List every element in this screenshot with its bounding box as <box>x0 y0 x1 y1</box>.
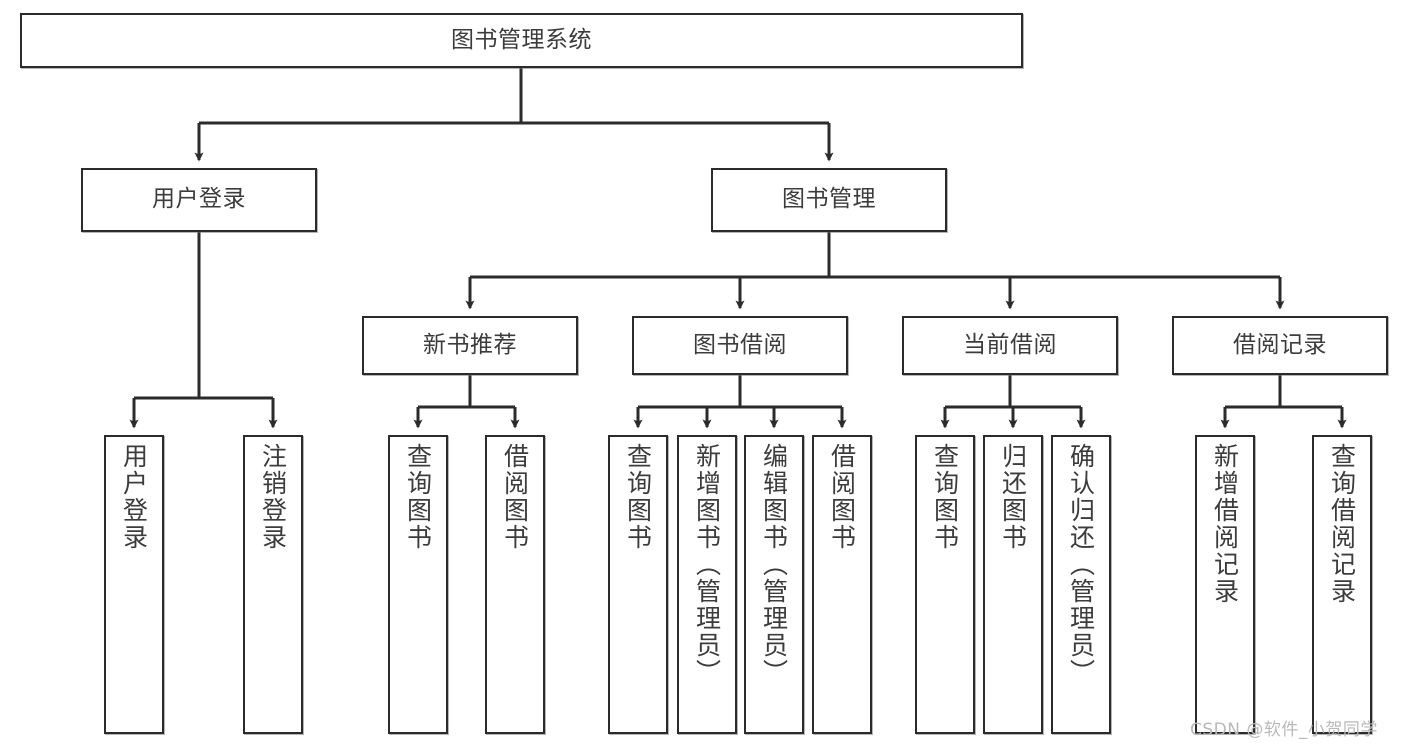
node-root[interactable]: 图书管理系统 <box>20 13 1023 68</box>
node-leaf-user-login[interactable]: 用户登录 <box>104 435 164 734</box>
node-leaf-edit-book-label: 编辑图书（管理员） <box>759 443 789 686</box>
node-leaf-return-book-label: 归还图书 <box>998 443 1028 551</box>
node-leaf-confirm-return-label: 确认归还（管理员） <box>1066 443 1096 686</box>
node-new-book-rec[interactable]: 新书推荐 <box>362 316 578 375</box>
node-leaf-query-book-cb-label: 查询图书 <box>930 443 960 551</box>
node-leaf-confirm-return[interactable]: 确认归还（管理员） <box>1051 435 1111 734</box>
node-leaf-query-book-bb[interactable]: 查询图书 <box>608 435 668 734</box>
node-leaf-query-book-bb-label: 查询图书 <box>623 443 653 551</box>
node-user-login-label: 用户登录 <box>152 186 246 213</box>
node-root-label: 图书管理系统 <box>451 26 592 53</box>
node-leaf-logout-label: 注销登录 <box>258 443 288 551</box>
node-book-borrow[interactable]: 图书借阅 <box>632 316 848 375</box>
node-current-borrow-label: 当前借阅 <box>963 331 1057 358</box>
node-leaf-query-book-rec[interactable]: 查询图书 <box>388 435 448 734</box>
node-leaf-query-book-rec-label: 查询图书 <box>403 443 433 551</box>
node-current-borrow[interactable]: 当前借阅 <box>902 316 1118 375</box>
node-leaf-borrow-book-rec[interactable]: 借阅图书 <box>485 435 545 734</box>
node-leaf-return-book[interactable]: 归还图书 <box>983 435 1043 734</box>
node-book-manage[interactable]: 图书管理 <box>711 168 947 232</box>
node-borrow-record-label: 借阅记录 <box>1233 331 1327 358</box>
node-leaf-logout[interactable]: 注销登录 <box>243 435 303 734</box>
node-leaf-add-record[interactable]: 新增借阅记录 <box>1195 435 1255 734</box>
node-new-book-rec-label: 新书推荐 <box>423 331 517 358</box>
node-leaf-borrow-book-bb[interactable]: 借阅图书 <box>812 435 872 734</box>
node-leaf-query-record[interactable]: 查询借阅记录 <box>1312 435 1372 734</box>
node-leaf-edit-book[interactable]: 编辑图书（管理员） <box>744 435 804 734</box>
node-leaf-user-login-label: 用户登录 <box>119 443 149 551</box>
node-user-login[interactable]: 用户登录 <box>81 168 317 232</box>
node-leaf-add-book[interactable]: 新增图书（管理员） <box>677 435 737 734</box>
node-leaf-query-book-cb[interactable]: 查询图书 <box>915 435 975 734</box>
node-book-borrow-label: 图书借阅 <box>693 331 787 358</box>
node-borrow-record[interactable]: 借阅记录 <box>1172 316 1388 375</box>
node-leaf-borrow-book-bb-label: 借阅图书 <box>827 443 857 551</box>
node-leaf-query-record-label: 查询借阅记录 <box>1327 443 1357 605</box>
node-book-manage-label: 图书管理 <box>782 186 876 213</box>
node-leaf-borrow-book-rec-label: 借阅图书 <box>500 443 530 551</box>
node-leaf-add-book-label: 新增图书（管理员） <box>692 443 722 686</box>
node-leaf-add-record-label: 新增借阅记录 <box>1210 443 1240 605</box>
